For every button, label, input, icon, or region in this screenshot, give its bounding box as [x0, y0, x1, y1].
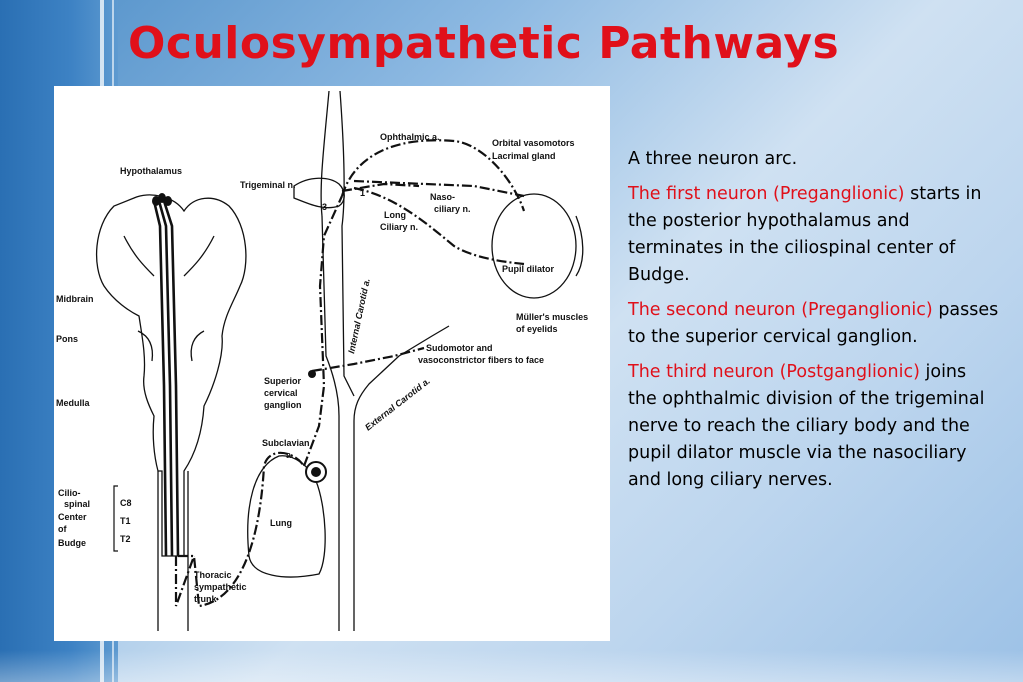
background-bottom-band — [0, 650, 1023, 682]
intro-paragraph: A three neuron arc. — [628, 146, 1000, 173]
label-thoracic-3: trunk — [194, 594, 217, 604]
label-ciliospinal-3: Center — [58, 512, 87, 522]
label-trigeminal: Trigeminal n. — [240, 180, 296, 190]
label-naso-ciliary-1: Naso- — [430, 192, 455, 202]
label-ciliospinal-1: Cilio- — [58, 488, 81, 498]
first-neuron-heading: The first neuron (Preganglionic) — [628, 184, 905, 204]
label-superior-3: ganglion — [264, 400, 302, 410]
label-hypothalamus: Hypothalamus — [120, 166, 182, 176]
label-number-1: 1 — [360, 188, 365, 198]
brainstem-outline — [95, 194, 247, 557]
label-mullers-2: of eyelids — [516, 324, 558, 334]
label-ophthalmic: Ophthalmic a. — [380, 132, 440, 142]
label-lacrimal-gland: Lacrimal gland — [492, 151, 556, 161]
label-t2: T2 — [120, 534, 131, 544]
label-medulla: Medulla — [56, 398, 90, 408]
label-subclavian-2: a. — [286, 450, 294, 460]
label-pupil-dilator: Pupil dilator — [502, 264, 554, 274]
label-pons: Pons — [56, 334, 78, 344]
third-neuron-heading: The third neuron (Postganglionic) — [628, 362, 920, 382]
label-lung: Lung — [270, 518, 292, 528]
slide-title: Oculosympathetic Pathways — [128, 18, 840, 69]
first-neuron-body: starts in the posterior hypothalamus and… — [628, 184, 982, 285]
label-long-ciliary-1: Long — [384, 210, 406, 220]
label-naso-ciliary-2: ciliary n. — [434, 204, 471, 214]
label-midbrain: Midbrain — [56, 294, 94, 304]
third-neuron-paragraph: The third neuron (Postganglionic) joins … — [628, 359, 1000, 494]
label-superior-1: Superior — [264, 376, 302, 386]
label-c8: C8 — [120, 498, 132, 508]
pathway-diagram-svg: Hypothalamus Trigeminal n. Ophthalmic a.… — [56, 90, 588, 631]
label-long-ciliary-2: Ciliary n. — [380, 222, 418, 232]
label-thoracic-2: sympathetic — [194, 582, 247, 592]
label-ciliospinal-5: Budge — [58, 538, 86, 548]
label-sudomotor-2: vasoconstrictor fibers to face — [418, 355, 544, 365]
pathway-diagram: Hypothalamus Trigeminal n. Ophthalmic a.… — [54, 86, 610, 641]
label-thoracic-1: Thoracic — [194, 570, 232, 580]
label-t1: T1 — [120, 516, 131, 526]
label-number-3: 3 — [322, 202, 327, 212]
eyeball-outline — [491, 193, 577, 299]
intro-text: A three neuron arc. — [628, 149, 798, 169]
first-neuron-paragraph: The first neuron (Preganglionic) starts … — [628, 181, 1000, 289]
explanation-text: A three neuron arc. The first neuron (Pr… — [628, 146, 1000, 502]
label-external-carotid: External Carotid a. — [363, 376, 432, 433]
label-superior-2: cervical — [264, 388, 298, 398]
label-sudomotor-1: Sudomotor and — [426, 343, 493, 353]
label-subclavian-1: Subclavian — [262, 438, 310, 448]
third-neuron-body: joins the ophthalmic division of the tri… — [628, 362, 985, 490]
label-mullers-1: Müller's muscles — [516, 312, 588, 322]
label-orbital-vasomotors: Orbital vasomotors — [492, 138, 575, 148]
label-internal-carotid: Internal Carotid a. — [346, 277, 372, 354]
label-ciliospinal-2: spinal — [64, 499, 90, 509]
label-ciliospinal-4: of — [58, 524, 67, 534]
second-neuron-body: passes to the superior cervical ganglion… — [628, 300, 999, 347]
second-neuron-heading: The second neuron (Preganglionic) — [628, 300, 933, 320]
second-neuron-paragraph: The second neuron (Preganglionic) passes… — [628, 297, 1000, 351]
